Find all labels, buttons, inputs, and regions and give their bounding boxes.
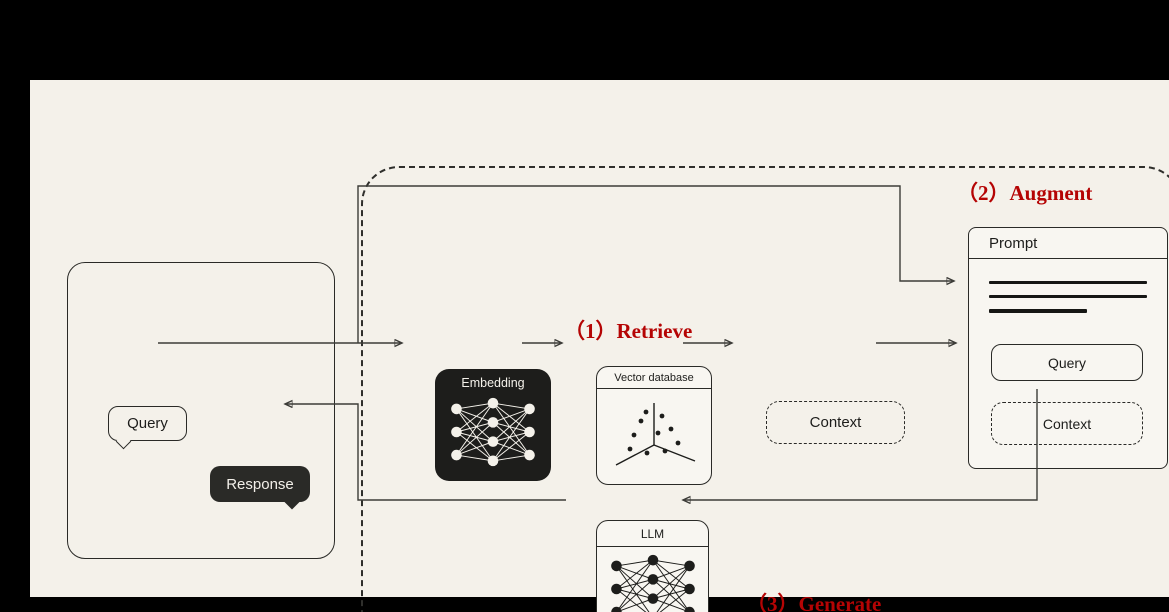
- vector-scatter-icon: [615, 403, 696, 466]
- prompt-query-label: Query: [1047, 354, 1087, 371]
- vector-db-block: Vector database: [596, 366, 712, 485]
- neural-network-icon: [451, 397, 535, 467]
- prompt-context-box: Context: [991, 402, 1143, 445]
- context-box: Context: [766, 401, 905, 444]
- diagram-canvas: Query Response （1）Retrieve （2）Augment （3…: [30, 80, 1169, 612]
- embedding-title: Embedding: [461, 376, 525, 390]
- response-bubble: Response: [210, 466, 310, 510]
- llm-block: LLM: [596, 520, 709, 612]
- prompt-text-lines: [989, 281, 1147, 313]
- step-label-generate: （3）Generate: [746, 592, 882, 612]
- step-label-augment: （2）Augment: [957, 181, 1093, 205]
- vector-db-title: Vector database: [597, 367, 711, 389]
- prompt-text-line: [989, 295, 1147, 299]
- rag-system-boundary: [361, 166, 1169, 612]
- prompt-query-box: Query: [991, 344, 1143, 381]
- query-bubble: Query: [108, 406, 187, 450]
- prompt-title: Prompt: [969, 228, 1167, 259]
- embedding-block: Embedding: [435, 369, 551, 481]
- query-bubble-label: Query: [127, 415, 168, 432]
- prompt-panel: Prompt Query Context: [968, 227, 1168, 469]
- llm-title: LLM: [597, 521, 708, 547]
- prompt-text-line: [989, 281, 1147, 285]
- context-label: Context: [809, 414, 862, 431]
- prompt-context-label: Context: [1042, 415, 1092, 432]
- llm-neural-network-icon: [610, 554, 695, 612]
- step-label-retrieve: （1）Retrieve: [564, 319, 693, 343]
- prompt-text-line: [989, 309, 1087, 313]
- response-bubble-label: Response: [226, 475, 294, 493]
- chat-panel: [67, 262, 335, 559]
